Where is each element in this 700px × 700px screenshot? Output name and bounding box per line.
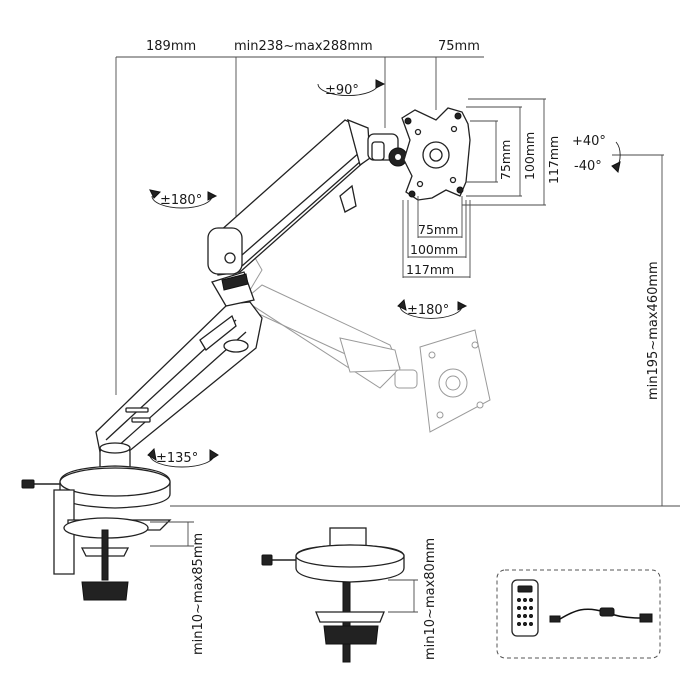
top-dimension-lines	[115, 56, 484, 395]
rot-vesa: ±180°	[407, 303, 449, 318]
rotation-arrow-vesa	[397, 298, 468, 319]
dim-vesa-h-117: 117mm	[546, 136, 561, 184]
height-dimension-lines	[170, 154, 680, 507]
rot-head-swivel: ±90°	[325, 83, 359, 98]
upper-arm	[207, 118, 371, 276]
dim-vesa-w-117: 117mm	[406, 262, 454, 277]
grommet-dimension-lines	[388, 579, 418, 613]
rotation-arrow-swivel	[317, 79, 386, 96]
rotation-arrow-upper	[149, 189, 218, 209]
remote-control	[511, 579, 539, 637]
dim-height-range: min195~max460mm	[646, 261, 661, 400]
usb-cable	[549, 607, 653, 623]
rot-tilt-up: +40°	[572, 134, 606, 149]
dim-vesa-w-75: 75mm	[418, 222, 458, 237]
vesa-width-lines	[402, 196, 471, 278]
dim-vesa-h-100: 100mm	[522, 132, 537, 180]
accessory-box	[496, 569, 661, 659]
rot-base: ±135°	[156, 451, 198, 466]
vesa-plate	[401, 107, 471, 201]
rot-tilt-down: -40°	[574, 159, 602, 174]
lower-arm	[95, 271, 263, 453]
rotation-arrow-tilt	[611, 141, 621, 174]
rot-upper-arm: ±180°	[160, 193, 202, 208]
dim-vesa-w-100: 100mm	[410, 242, 458, 257]
rotation-arrow-base	[147, 447, 219, 468]
dim-vesa-h-75: 75mm	[498, 140, 513, 180]
grommet-mount	[261, 527, 405, 663]
dim-reach: min238~max288mm	[234, 39, 373, 54]
vesa-height-lines	[462, 98, 546, 206]
dim-75mm-top: 75mm	[438, 39, 480, 54]
dim-189mm: 189mm	[146, 39, 196, 54]
tilt-head	[367, 133, 408, 167]
dim-grommet-range: min10~max80mm	[423, 538, 438, 660]
base-clamp	[21, 442, 172, 601]
dim-clamp-range: min10~max85mm	[191, 533, 206, 655]
clamp-dimension-lines	[150, 521, 194, 547]
